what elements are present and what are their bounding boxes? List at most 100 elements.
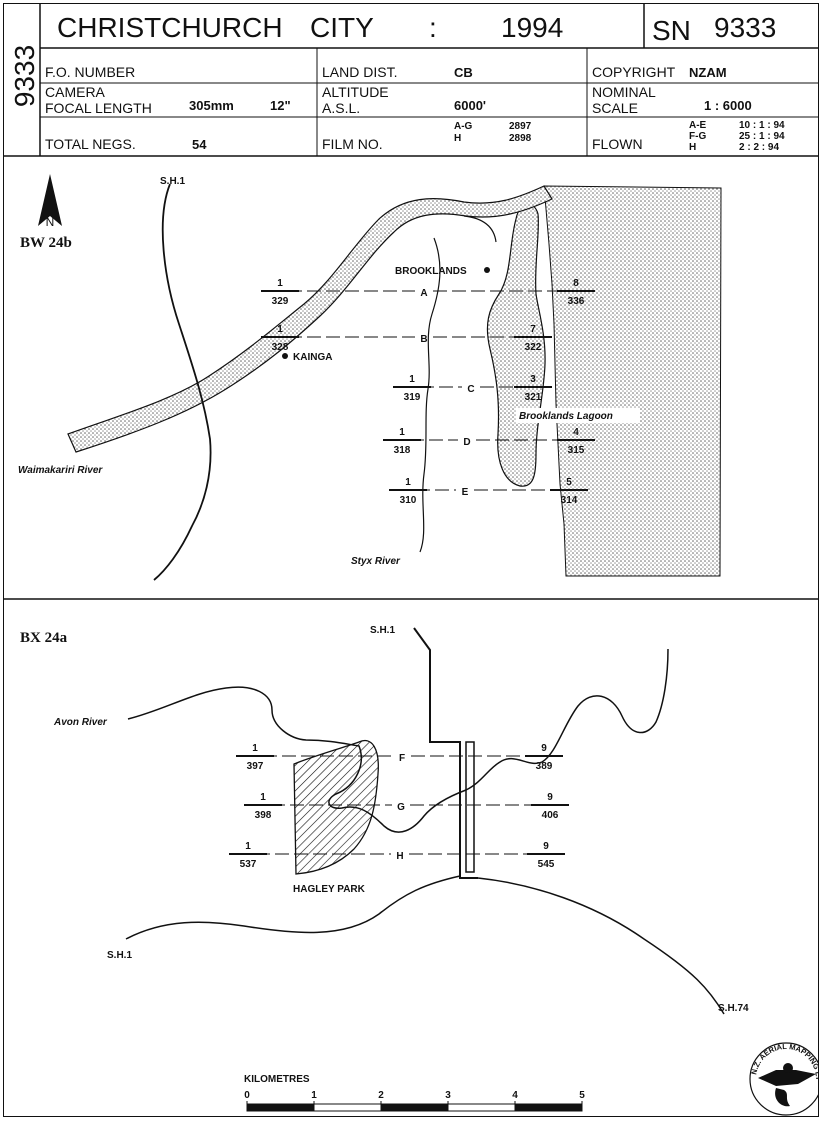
run-letter: E — [462, 487, 469, 498]
run-start-frame: 1 — [277, 324, 283, 335]
scale-tick-4: 4 — [512, 1090, 518, 1101]
title-year: 1994 — [501, 12, 563, 43]
map-brooklands: N BW 24b S.H.1 BROOKLANDS KAINGA Brookla… — [4, 174, 818, 600]
header-block: 9333 CHRISTCHURCH CITY : 1994 SN 9333 F.… — [4, 4, 818, 157]
altitude-value: 6000' — [454, 98, 486, 113]
run-start-frame: 1 — [245, 841, 251, 852]
run-end-frame: 5 — [566, 477, 572, 488]
run-end-frame: 8 — [573, 278, 579, 289]
run-start-frame: 1 — [409, 374, 415, 385]
focal-length-label: FOCAL LENGTH — [45, 100, 152, 116]
brooklands-label: BROOKLANDS — [395, 266, 467, 277]
run-start-frame: 1 — [277, 278, 283, 289]
hagley-park-label: HAGLEY PARK — [293, 884, 366, 895]
camera-label: CAMERA — [45, 84, 106, 100]
scale-value: 1 : 6000 — [704, 98, 752, 113]
focal-in-value: 12" — [270, 98, 291, 113]
run-end-photo: 314 — [561, 495, 578, 506]
copyright-value: NZAM — [689, 65, 727, 80]
run-start-photo: 397 — [247, 761, 264, 772]
lagoon-label: Brooklands Lagoon — [519, 411, 613, 422]
kainga-label: KAINGA — [293, 352, 332, 363]
run-end-frame: 9 — [547, 792, 553, 803]
run-end-photo: 322 — [525, 342, 542, 353]
title-city: CITY — [310, 12, 374, 43]
bottom-road-right-label: S.H.74 — [718, 1003, 749, 1014]
film-runs-2: H — [454, 133, 461, 144]
north-label: N — [46, 215, 55, 229]
scale-bar-title: KILOMETRES — [244, 1074, 310, 1085]
film-number-2: 2898 — [509, 133, 532, 144]
scale-tick-1: 1 — [311, 1090, 317, 1101]
run-start-photo: 310 — [400, 495, 417, 506]
scale-tick-5: 5 — [579, 1090, 585, 1101]
run-end-photo: 406 — [542, 810, 559, 821]
map-code-bottom: BX 24a — [20, 630, 68, 646]
run-start-photo: 328 — [272, 342, 289, 353]
run-letter: C — [467, 384, 474, 395]
nominal-label: NOMINAL — [592, 84, 656, 100]
waimakariri-river — [67, 185, 553, 453]
fo-number-label: F.O. NUMBER — [45, 64, 135, 80]
flown-date-1: 10 : 1 : 94 — [739, 120, 785, 131]
bottom-road-top-label: S.H.1 — [370, 625, 395, 636]
title-place: CHRISTCHURCH — [57, 12, 283, 43]
run-end-frame: 3 — [530, 374, 536, 385]
side-code: 9333 — [9, 45, 40, 107]
road-sh74 — [477, 877, 725, 1015]
flown-runs-3: H — [689, 142, 696, 153]
run-start-photo: 398 — [255, 810, 272, 821]
scale-tick-0: 0 — [244, 1090, 250, 1101]
altitude-label: ALTITUDE — [322, 84, 389, 100]
run-letter: A — [420, 288, 427, 299]
total-negs-label: TOTAL NEGS. — [45, 136, 136, 152]
flown-date-2: 25 : 1 : 94 — [739, 131, 785, 142]
film-runs-1: A-G — [454, 121, 473, 132]
run-end-photo: 389 — [536, 761, 553, 772]
run-end-photo: 315 — [568, 445, 585, 456]
film-number-1: 2897 — [509, 121, 532, 132]
land-dist-label: LAND DIST. — [322, 64, 397, 80]
scale-tick-2: 2 — [378, 1090, 384, 1101]
run-end-frame: 7 — [530, 324, 536, 335]
flight-diagram-sheet: 9333 CHRISTCHURCH CITY : 1994 SN 9333 F.… — [3, 3, 819, 1117]
run-start-frame: 1 — [405, 477, 411, 488]
top-flight-runs: 13298336A13287322B13193321C13184315D1310… — [261, 278, 595, 506]
top-run-d: 1 318 4 315 D — [383, 427, 595, 456]
run-end-frame: 9 — [543, 841, 549, 852]
sn-value: 9333 — [714, 12, 776, 43]
map-hagley: BX 24a S.H.1 S.H.1 S.H.74 Avon River HAG… — [20, 625, 749, 1015]
flown-date-3: 2 : 2 : 94 — [739, 142, 779, 153]
run-letter: G — [397, 802, 405, 813]
bottom-road-left-label: S.H.1 — [107, 950, 132, 961]
styx-label: Styx River — [351, 556, 401, 567]
run-end-photo: 321 — [525, 392, 542, 403]
state-highway-1-road — [153, 183, 212, 581]
sea-area — [543, 185, 722, 577]
run-letter: D — [463, 437, 470, 448]
run-letter: B — [420, 334, 427, 345]
run-start-frame: 1 — [399, 427, 405, 438]
flown-runs-2: F-G — [689, 131, 706, 142]
run-start-frame: 1 — [252, 743, 258, 754]
flown-label: FLOWN — [592, 136, 643, 152]
north-arrow-icon — [38, 174, 62, 226]
run-end-photo: 545 — [538, 859, 555, 870]
sn-label: SN — [652, 15, 691, 46]
scale-segment-dark — [381, 1104, 448, 1111]
flown-runs-1: A-E — [689, 120, 707, 131]
avon-river — [127, 648, 669, 833]
run-end-frame: 9 — [541, 743, 547, 754]
styx-river — [419, 237, 441, 553]
road-west — [125, 875, 461, 940]
film-no-label: FILM NO. — [322, 136, 383, 152]
run-start-photo: 318 — [394, 445, 411, 456]
run-end-frame: 4 — [573, 427, 579, 438]
top-run-b: 1 328 7 322 B — [261, 324, 552, 353]
scale-tick-3: 3 — [445, 1090, 451, 1101]
